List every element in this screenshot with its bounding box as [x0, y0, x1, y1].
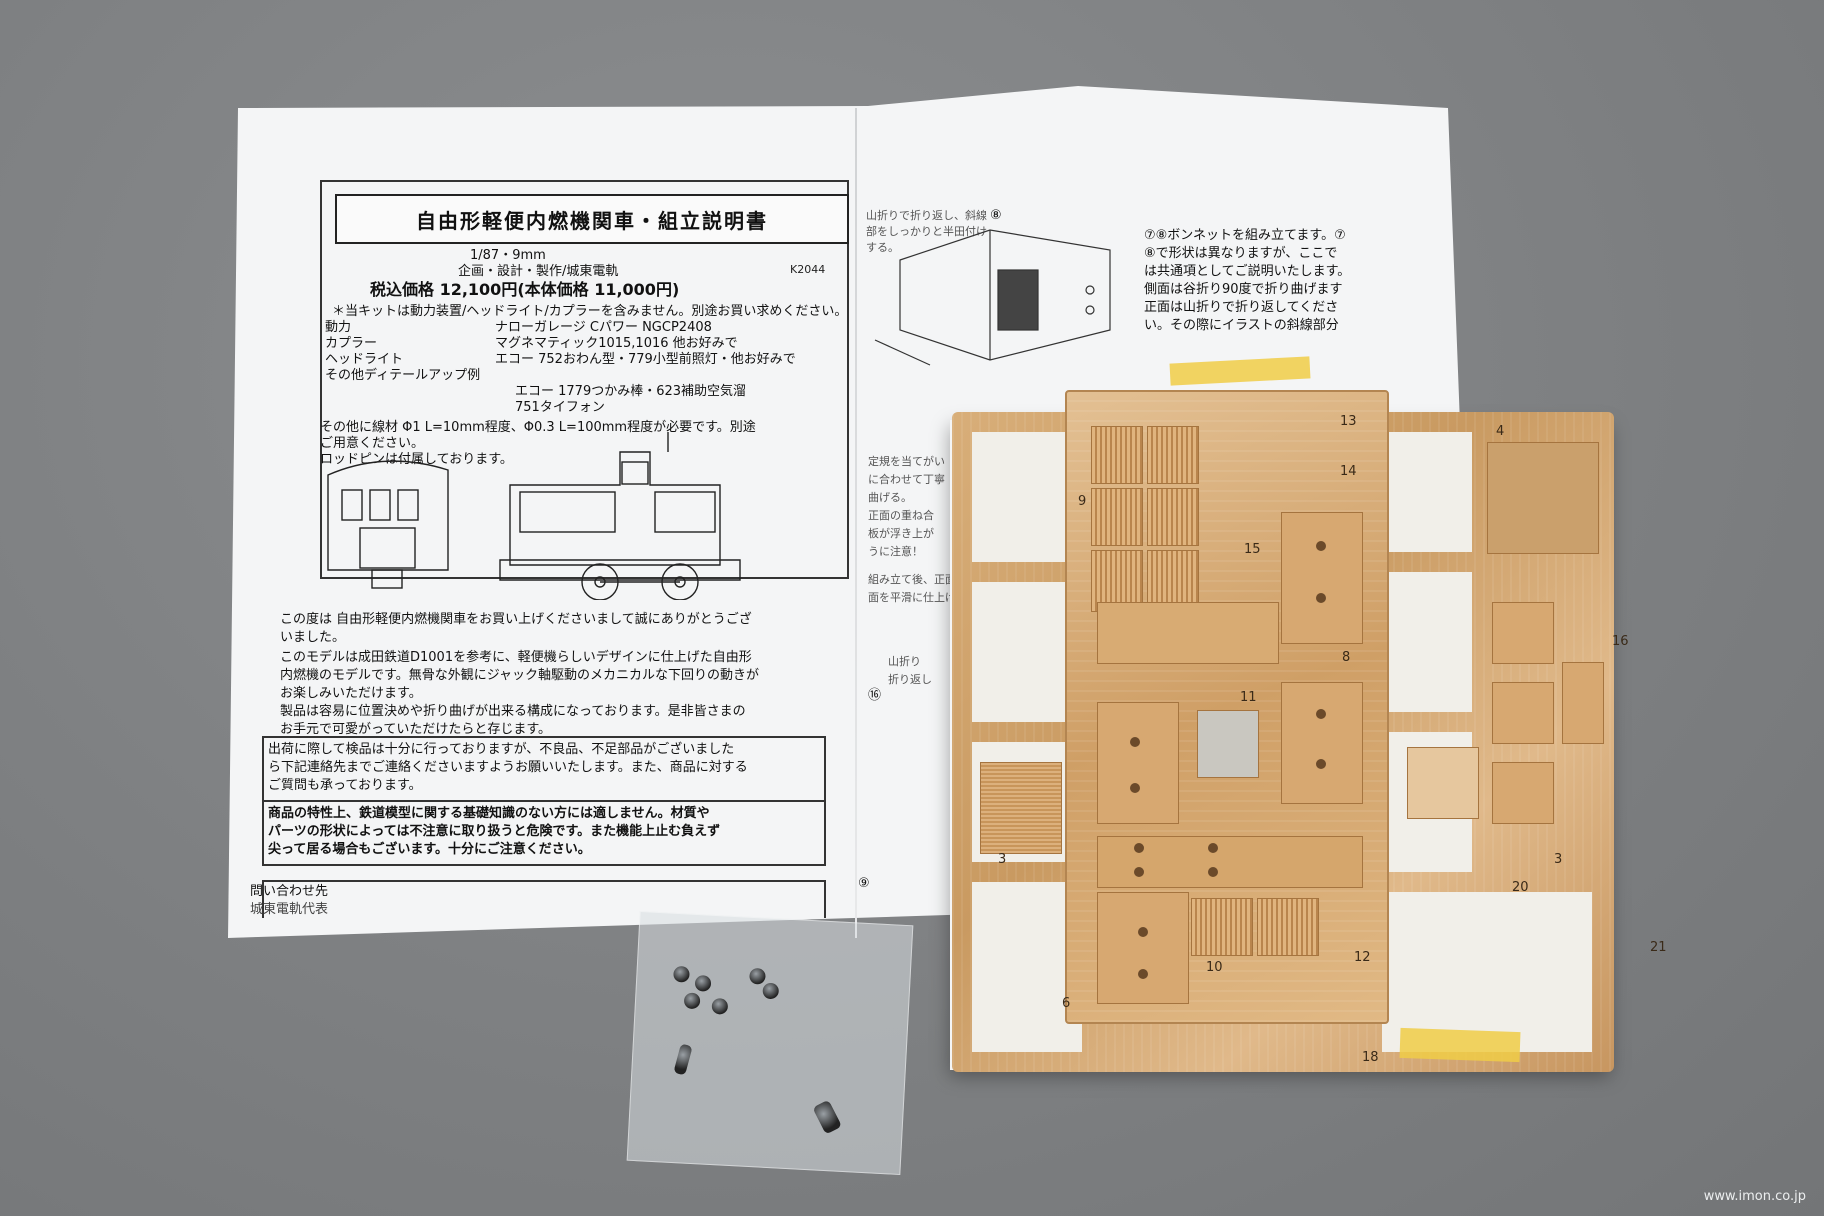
warning-line-2: パーツの形状によっては不注意に取り扱うと危険です。また機能上止む負えず	[268, 824, 721, 839]
side-note-9: 山折り	[888, 655, 921, 668]
screw	[683, 992, 701, 1010]
etch-number-4: 4	[1496, 424, 1505, 439]
scale-label: 1/87・9mm	[470, 248, 546, 263]
step-text-1: ⑦⑧ボンネットを組み立てます。⑦	[1144, 228, 1346, 243]
screw	[812, 1099, 843, 1135]
etch-number-6: 6	[1062, 996, 1071, 1011]
step-text-5: 正面は山折りで折り返してくださ	[1144, 300, 1339, 315]
side-note-3: 曲げる。	[868, 491, 912, 504]
watermark: www.imon.co.jp	[1703, 1189, 1806, 1204]
screw	[673, 965, 690, 983]
contact-box	[262, 880, 826, 918]
bonnet-diagram	[874, 229, 1111, 366]
etch-number-21: 21	[1650, 940, 1667, 955]
shipping-line-3: ご質問も承っております。	[268, 778, 422, 793]
side-note-2: に合わせて丁寧	[868, 473, 945, 486]
locomotive-drawing	[327, 432, 741, 600]
brass-fret-main	[1065, 390, 1389, 1024]
etch-number-3-right: 3	[1554, 852, 1563, 867]
side-note-4: 正面の重ね合	[868, 509, 934, 522]
spec-value-typhon: 751タイフォン	[515, 400, 605, 415]
etch-number-13: 13	[1340, 414, 1357, 429]
screw	[694, 975, 712, 992]
warning-box	[262, 800, 826, 866]
thanks-line-3: このモデルは成田鉄道D1001を参考に、軽便機らしいデザインに仕上げた自由形	[280, 650, 752, 665]
spec-label-coupler: カプラー	[325, 336, 378, 351]
screw-bag	[626, 911, 914, 1175]
spec-label-detail: その他ディテールアップ例	[325, 368, 481, 383]
step-text-6: い。その際にイラストの斜線部分	[1144, 318, 1339, 333]
spec-label-headlight: ヘッドライト	[325, 352, 404, 367]
warning-line-3: 尖って居る場合もございます。十分にご注意ください。	[268, 842, 591, 857]
step-circled-16: ⑯	[868, 688, 882, 703]
step-text-2: ⑧で形状は異なりますが、ここで	[1144, 246, 1338, 261]
etch-number-20: 20	[1512, 880, 1529, 895]
etch-number-11: 11	[1240, 690, 1257, 705]
screw	[762, 982, 780, 1000]
warning-line-1: 商品の特性上、鉄道模型に関する基礎知識のない方には適しません。材質や	[268, 806, 710, 821]
thanks-line-1: この度は 自由形軽便内燃機関車をお買い上げくださいまして誠にありがとうござ	[280, 612, 752, 627]
spec-value-detail: エコー 1779つかみ棒・623補助空気溜	[515, 384, 747, 399]
etch-number-8: 8	[1342, 650, 1351, 665]
etch-number-15: 15	[1244, 542, 1261, 557]
shipping-line-2: ら下記連絡先までご連絡くださいますようお願いいたします。また、商品に対する	[268, 760, 748, 775]
etch-number-12: 12	[1354, 950, 1371, 965]
thanks-line-2: いました。	[280, 630, 346, 645]
thanks-line-4: 内燃機のモデルです。無骨な外観にジャック軸駆動のメカニカルな下回りの動きが	[280, 668, 760, 683]
side-note-6: うに注意！	[868, 545, 923, 558]
screw	[673, 1043, 693, 1076]
etch-number-18: 18	[1362, 1050, 1379, 1065]
etch-number-10: 10	[1206, 960, 1223, 975]
shipping-line-1: 出荷に際して検品は十分に行っておりますが、不良品、不足部品がございました	[268, 742, 735, 757]
side-note-8: 面を平滑に仕上げ	[868, 591, 956, 604]
step-text-3: は共通項としてご説明いたします。	[1144, 264, 1351, 279]
screw	[749, 967, 766, 985]
thanks-line-6: 製品は容易に位置決めや折り曲げが出来る構成になっております。是非皆さまの	[280, 704, 746, 719]
header-frame	[320, 180, 849, 579]
tape-bottom	[1399, 1027, 1521, 1063]
thanks-line-5: お楽しみいただけます。	[280, 686, 422, 701]
fold-note-3: する。	[866, 241, 899, 254]
sheet-fold-line	[855, 108, 857, 938]
maker-label: 企画・設計・製作/城東電軌	[458, 264, 619, 279]
side-note-10: 折り返し	[888, 673, 932, 686]
wire-note-2: ご用意ください。	[320, 436, 425, 451]
thanks-line-7: お手元で可愛がっていただけたらと存じます。	[280, 722, 552, 737]
step-text-4: 側面は谷折り90度で折り曲げます	[1144, 282, 1343, 297]
contact-name: 城東電軌代表	[250, 902, 329, 917]
fold-note-1: 山折りで折り返し、斜線	[866, 209, 987, 222]
price-label: 税込価格 12,100円(本体価格 11,000円)	[370, 280, 680, 299]
etch-number-14: 14	[1340, 464, 1357, 479]
spec-label-power: 動力	[325, 320, 352, 335]
etch-number-9: 9	[1078, 494, 1087, 509]
etch-number-3-left: 3	[998, 852, 1007, 867]
wire-note: その他に線材 Φ1 L=10mm程度、Φ0.3 L=100mm程度が必要です。別…	[320, 420, 756, 435]
side-note-5: 板が浮き上が	[868, 527, 934, 540]
screw	[711, 997, 729, 1015]
manual-title: 自由形軽便内燃機関車・組立説明書	[335, 194, 849, 244]
spec-value-coupler: マグネマティック1015,1016 他お好みで	[495, 336, 738, 351]
product-code: K2044	[790, 263, 826, 276]
etch-number-16: 16	[1612, 634, 1629, 649]
step-circled-9: ⑨	[858, 876, 870, 891]
step-circled-8: ⑧	[990, 208, 1002, 223]
contact-label: 問い合わせ先	[250, 884, 329, 899]
parts-note: ＊当キットは動力装置/ヘッドライト/カプラーを含みません。別途お買い求めください…	[332, 304, 848, 319]
spec-value-headlight: エコー 752おわん型・779小型前照灯・他お好みで	[495, 352, 796, 367]
fold-note-2: 部をしっかりと半田付け	[866, 225, 987, 238]
spec-value-power: ナローガレージ Cパワー NGCP2408	[495, 320, 712, 335]
side-note-1: 定規を当てがい	[868, 455, 945, 468]
side-note-7: 組み立て後、正面	[868, 573, 956, 586]
